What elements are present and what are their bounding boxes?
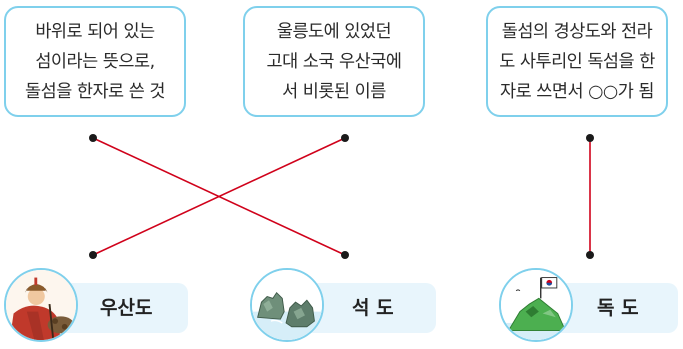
description-line: 고대 소국 우산국에 — [266, 51, 402, 72]
top-connector-dot[interactable] — [586, 134, 594, 142]
answer-label-seokdo: 석 도 — [352, 297, 394, 319]
description-line: 서 비롯된 이름 — [282, 81, 386, 102]
description-line: 섬이라는 뜻으로, — [35, 51, 155, 72]
top-connector-dot[interactable] — [341, 134, 349, 142]
bottom-connector-dot[interactable] — [586, 251, 594, 259]
description-line: 도 사투리인 독섬을 한 — [499, 51, 655, 72]
bottom-connector-dot[interactable] — [341, 251, 349, 259]
description-card-2: 울릉도에 있었던 고대 소국 우산국에 서 비롯된 이름 — [243, 6, 425, 117]
ancient-general-icon — [4, 268, 78, 342]
rocky-islands-icon — [250, 268, 324, 342]
description-line: 바위로 되어 있는 — [35, 21, 155, 42]
description-line: 돌섬의 경상도와 전라 — [501, 21, 653, 42]
dokdo-flag-island-icon — [499, 268, 573, 342]
top-connector-dot[interactable] — [89, 134, 97, 142]
description-card-1: 바위로 되어 있는 섬이라는 뜻으로, 돌섬을 한자로 쓴 것 — [4, 6, 186, 117]
answer-label-usando: 우산도 — [100, 297, 153, 319]
connector-line — [92, 137, 346, 256]
answer-label-dokdo: 독 도 — [597, 297, 639, 319]
description-line: 돌섬을 한자로 쓴 것 — [25, 81, 166, 102]
description-line: 자로 쓰면서 ○○가 됨 — [500, 81, 654, 102]
description-card-3: 돌섬의 경상도와 전라 도 사투리인 독섬을 한 자로 쓰면서 ○○가 됨 — [486, 6, 668, 117]
bottom-connector-dot[interactable] — [89, 251, 97, 259]
description-line: 울릉도에 있었던 — [276, 21, 392, 42]
